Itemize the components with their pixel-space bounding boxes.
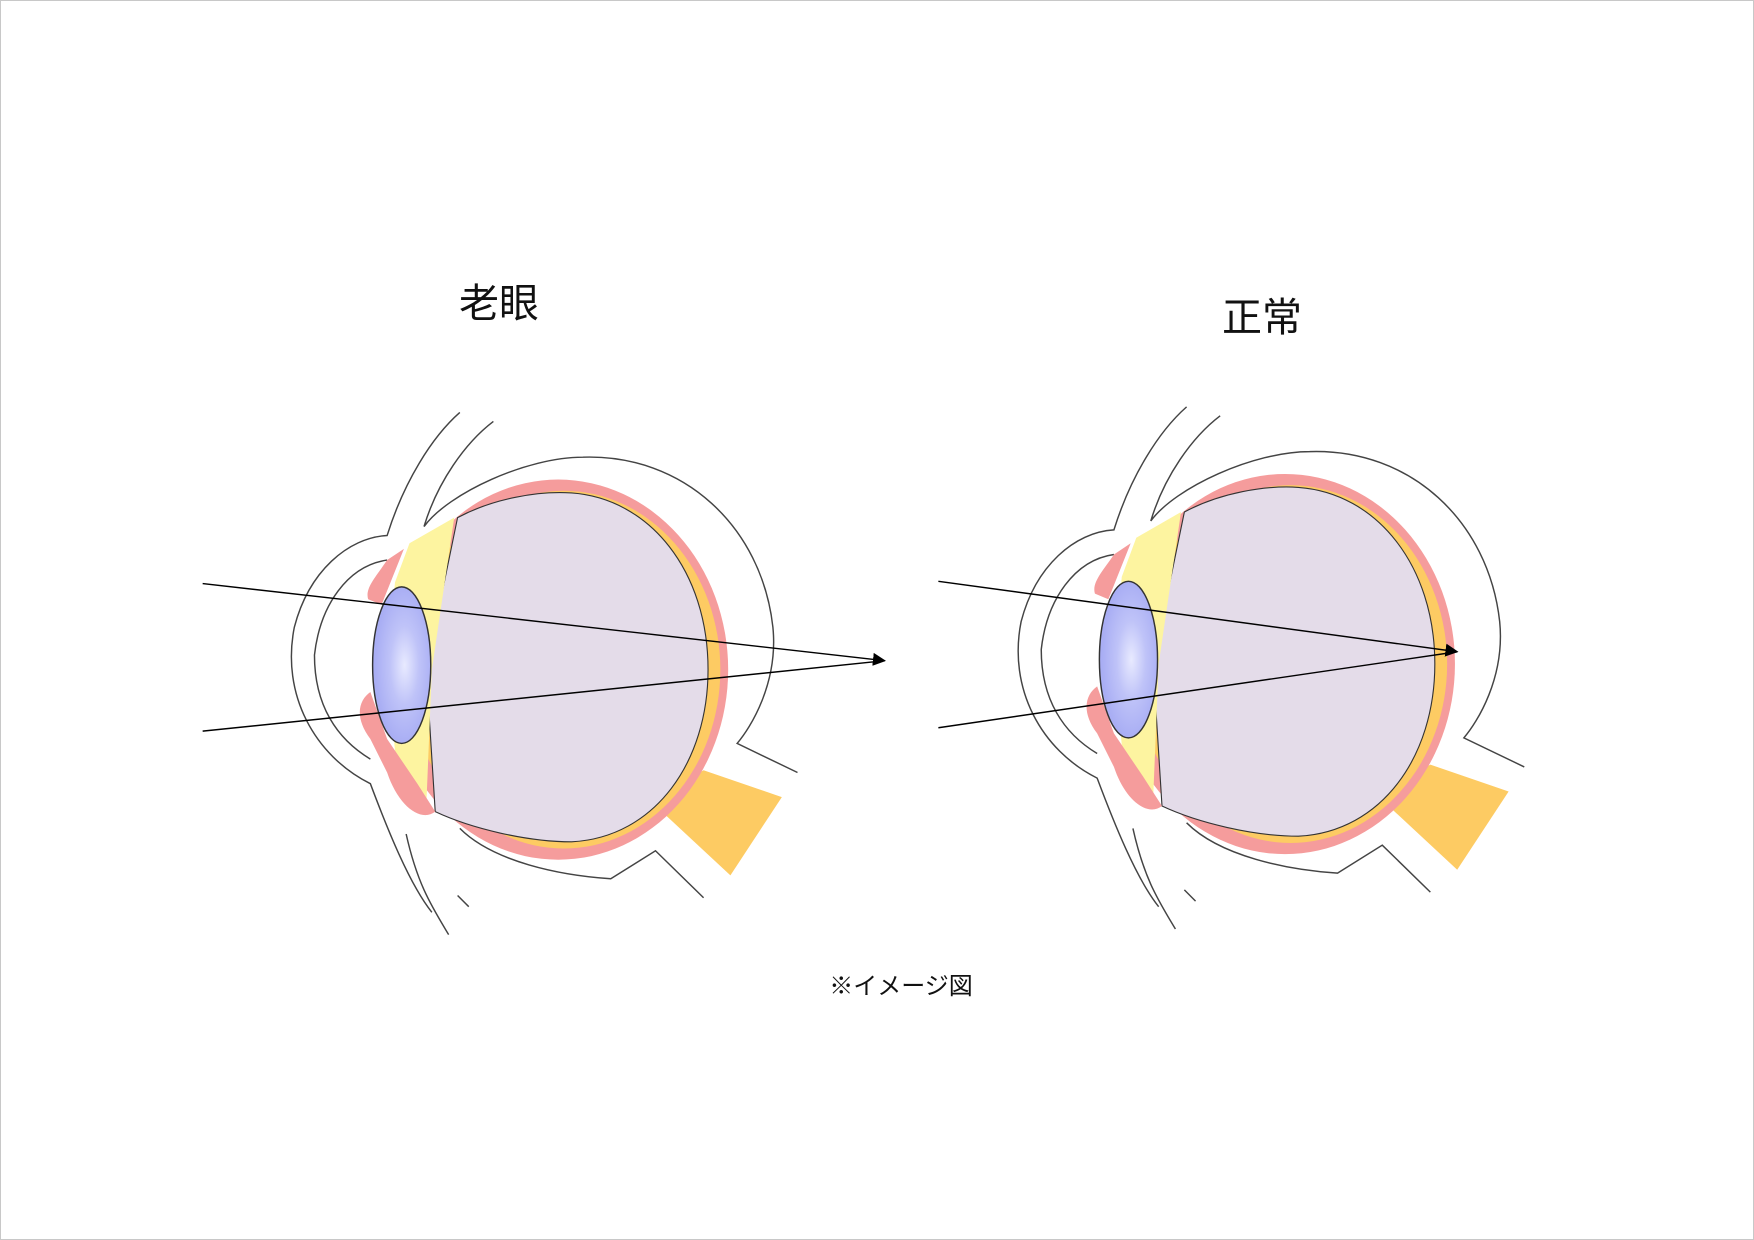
light-ray-lower — [938, 651, 1458, 729]
normal-eye — [938, 406, 1526, 930]
presbyopia-eye — [202, 411, 887, 936]
light-ray-upper — [938, 580, 1459, 657]
presbyopia-title: 老眼 — [459, 281, 539, 327]
normal-title: 正常 — [1222, 295, 1302, 341]
image-caption: ※イメージ図 — [829, 972, 973, 1000]
light-ray-lower — [202, 659, 885, 732]
light-ray-upper — [202, 582, 887, 666]
